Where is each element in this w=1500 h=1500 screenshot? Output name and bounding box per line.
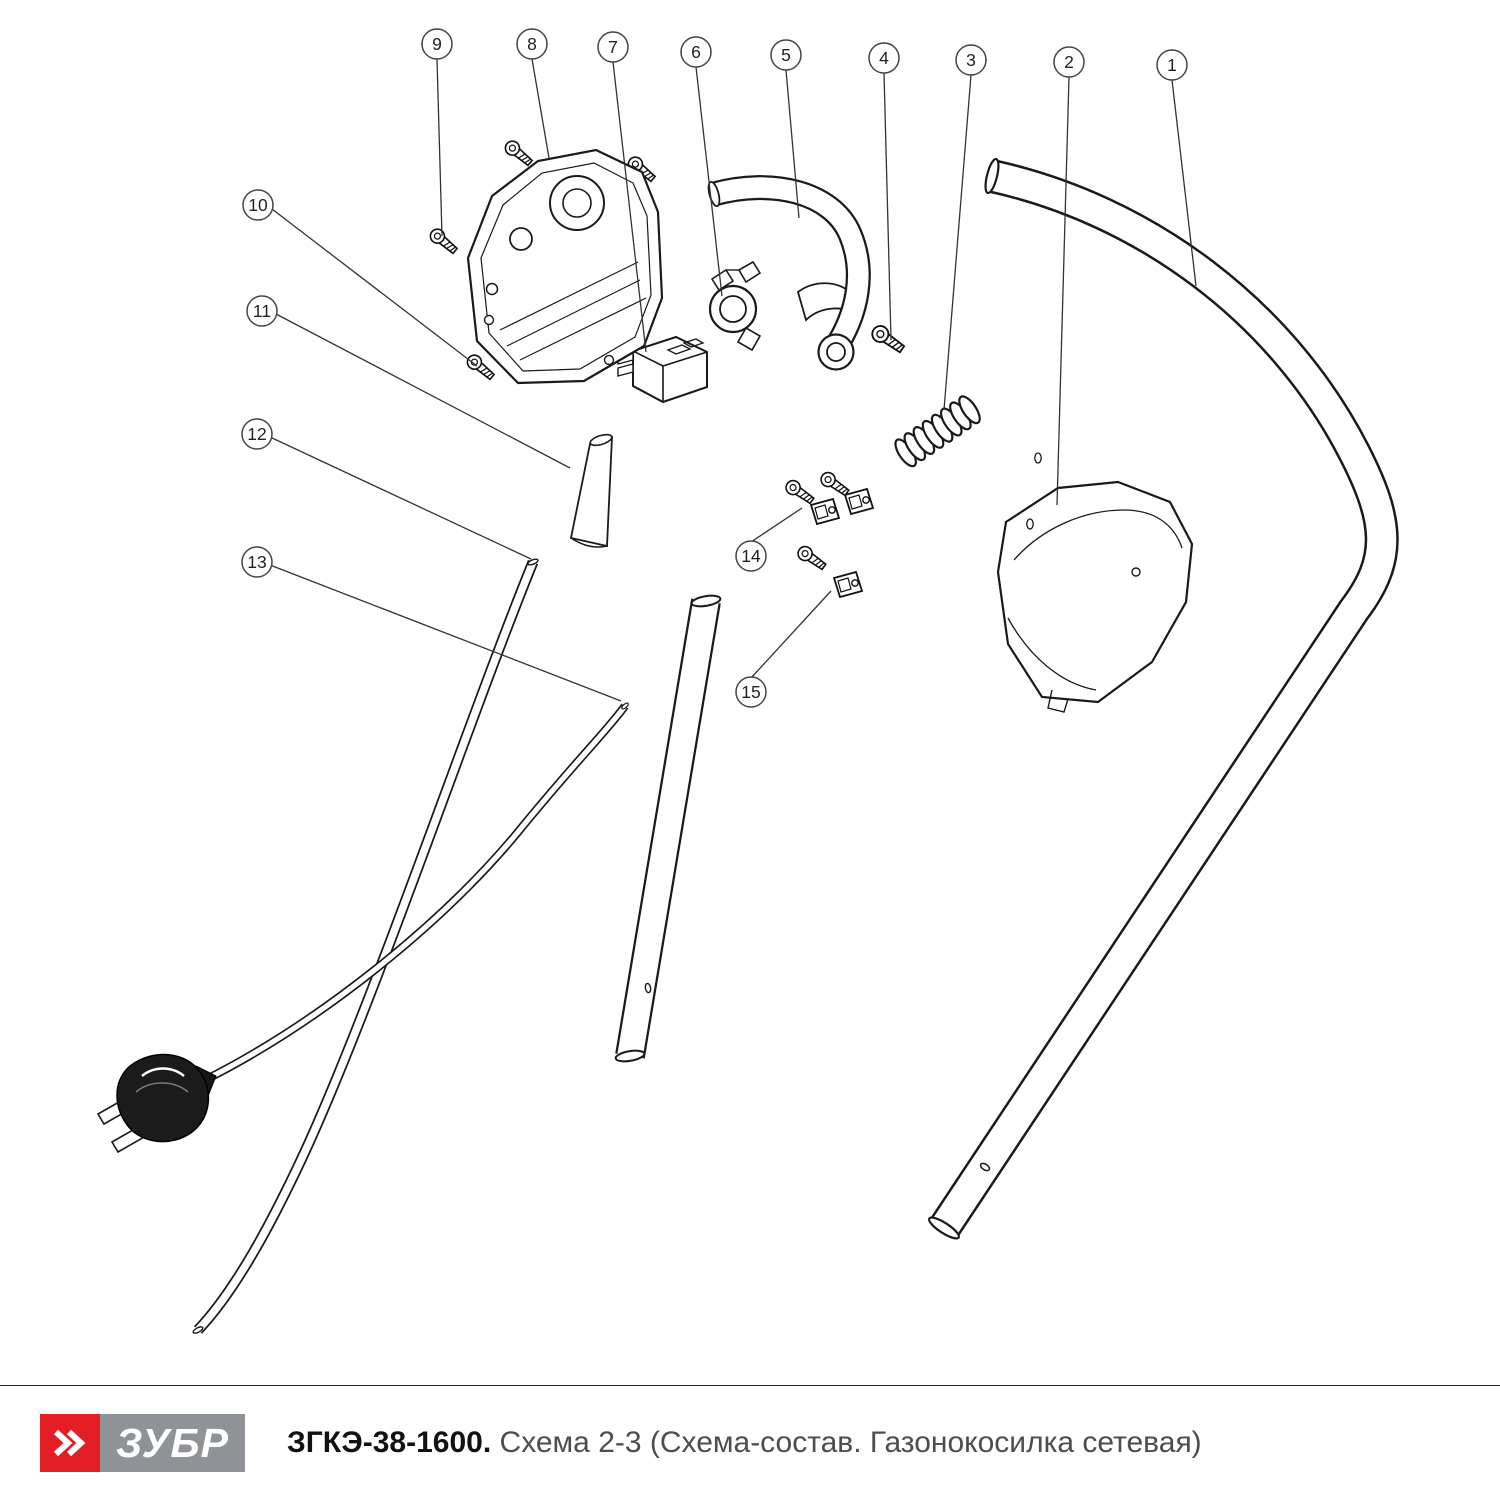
callout-5: 5 (770, 39, 802, 71)
part-handle-bracket (707, 175, 871, 371)
leader-line-11 (275, 313, 571, 469)
mounting-hole (1026, 518, 1034, 530)
leader-line-4 (883, 72, 892, 341)
part-cable-clips-14 (782, 469, 874, 525)
leader-line-12 (269, 436, 532, 560)
mounting-hole (644, 982, 652, 994)
leader-line-14 (750, 507, 803, 543)
callout-label-15: 15 (741, 682, 760, 702)
housing-hole (509, 227, 533, 251)
part-switch-housing-cover (996, 452, 1194, 713)
callout-label-7: 7 (608, 37, 618, 57)
tube-end-opening (984, 157, 1000, 195)
housing-screw (501, 137, 536, 170)
leader-line-6 (695, 66, 723, 297)
tube-end-opening (690, 594, 722, 608)
leader-line-5 (785, 69, 800, 219)
callout-label-13: 13 (247, 552, 266, 572)
part-motor-housing-cover (466, 137, 664, 385)
callout-7: 7 (597, 31, 629, 63)
part-handle-sleeve (569, 433, 613, 548)
model-number: ЗГКЭ-38-1600. (286, 1426, 492, 1459)
leader-line-3 (943, 74, 972, 411)
part-spring (894, 395, 981, 468)
leader-line-9 (436, 58, 443, 237)
callout-2: 2 (1053, 46, 1085, 78)
mounting-hole (979, 1162, 991, 1172)
callout-label-1: 1 (1167, 55, 1177, 75)
part-power-cable (96, 702, 629, 1154)
leader-line-8 (531, 58, 550, 159)
tube-end-opening (192, 1326, 204, 1334)
tube-end-opening (614, 1049, 646, 1063)
callout-label-4: 4 (879, 48, 889, 68)
leader-lines (269, 58, 1197, 702)
callout-6: 6 (680, 36, 712, 68)
callout-13: 13 (241, 546, 273, 578)
callout-label-8: 8 (527, 34, 537, 54)
tube-end-opening (527, 558, 539, 566)
part-lower-handle-tube-left (192, 558, 539, 1334)
switch-terminal (617, 363, 634, 377)
callout-1: 1 (1156, 49, 1188, 81)
zubr-logo: ЗУБР (40, 1414, 245, 1472)
leader-line-1 (1171, 79, 1197, 287)
callout-10: 10 (242, 189, 274, 221)
callout-9: 9 (421, 28, 453, 60)
tube-end-opening (927, 1216, 961, 1240)
callout-label-9: 9 (432, 34, 442, 54)
callout-3: 3 (955, 44, 987, 76)
callout-label-12: 12 (247, 424, 266, 444)
footer: ЗУБР ЗГКЭ-38-1600. Схема 2-3 (Схема-сост… (0, 1385, 1500, 1500)
callout-11: 11 (246, 295, 278, 327)
mains-plug-icon (96, 1053, 217, 1154)
part-bolt (868, 321, 908, 357)
callout-label-11: 11 (253, 301, 271, 321)
leader-line-7 (612, 61, 647, 353)
tube-end-opening (707, 180, 721, 208)
callout-label-2: 2 (1064, 52, 1074, 72)
callout-4: 4 (868, 42, 900, 74)
part-lower-handle-tube-right (614, 594, 722, 1063)
part-cable-clamp-ring (708, 260, 762, 352)
leader-line-2 (1056, 76, 1070, 506)
callout-label-6: 6 (691, 42, 701, 62)
callout-12: 12 (241, 418, 273, 450)
callout-label-10: 10 (248, 195, 268, 215)
diagram-subtitle: Схема 2-3 (Схема-состав. Газонокосилка с… (499, 1426, 1202, 1459)
cover-hole (1131, 567, 1141, 577)
leader-line-13 (269, 564, 622, 702)
callout-15: 15 (735, 676, 767, 708)
diagram-title: ЗГКЭ-38-1600. Схема 2-3 (Схема-состав. Г… (287, 1426, 1202, 1460)
double-chevron-icon (53, 1429, 86, 1457)
part-upper-handle-tube (927, 157, 1399, 1240)
cable-end (621, 702, 629, 710)
callout-8: 8 (516, 28, 548, 60)
part-cable-clip-15 (794, 543, 863, 598)
callout-label-14: 14 (741, 546, 761, 566)
mounting-hole (1034, 452, 1042, 464)
callouts: 1 2 3 4 5 6 7 8 (241, 28, 1188, 708)
callout-label-3: 3 (966, 50, 976, 70)
leader-line-10 (271, 208, 478, 367)
leader-line-15 (750, 590, 832, 679)
brand-name: ЗУБР (116, 1419, 229, 1466)
callout-label-5: 5 (781, 45, 791, 65)
callout-14: 14 (735, 540, 767, 572)
zubr-logo-mark (40, 1414, 100, 1472)
part-screw-9 (426, 225, 461, 258)
zubr-logo-text: ЗУБР (100, 1414, 245, 1472)
